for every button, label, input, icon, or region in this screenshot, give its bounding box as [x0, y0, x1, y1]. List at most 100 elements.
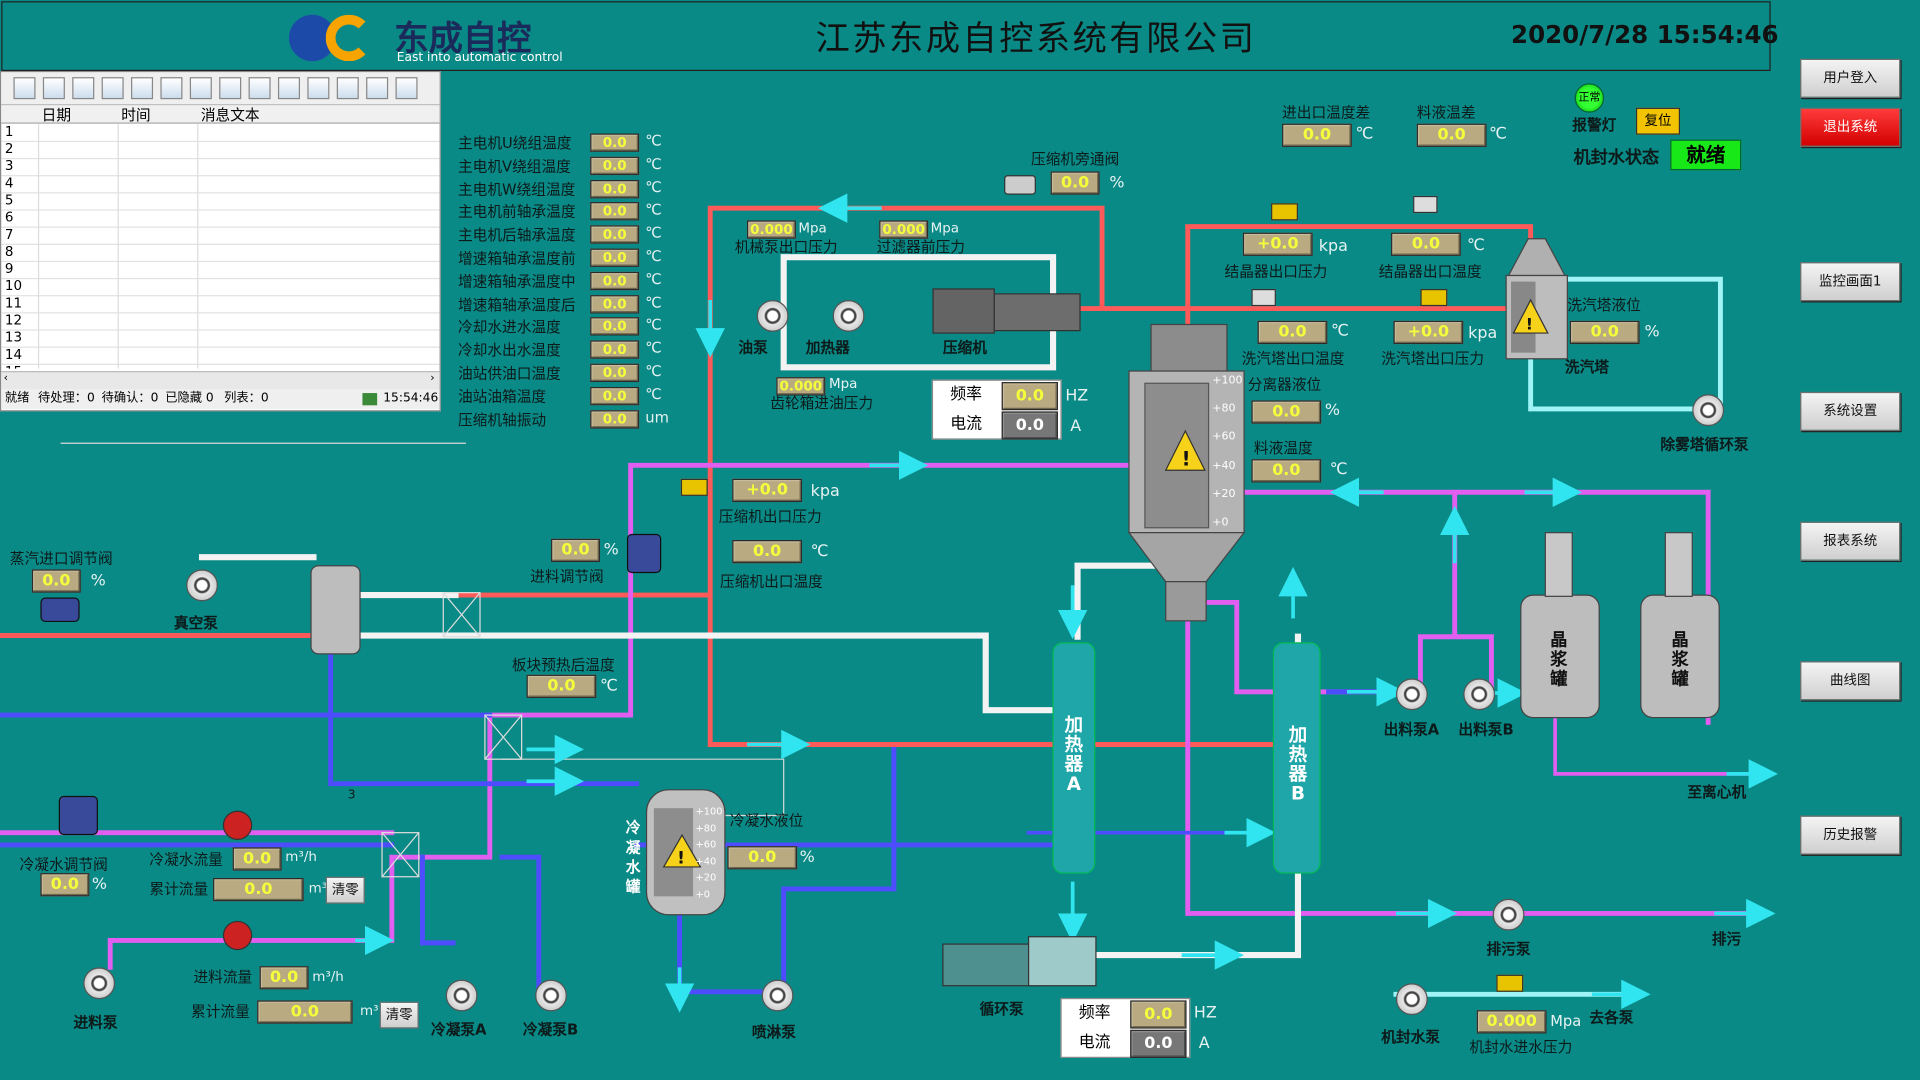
- oil-pump-pressure-label: 机械泵出口压力: [734, 238, 838, 256]
- circulation-pump-label: 循环泵: [979, 1000, 1024, 1018]
- reset-button[interactable]: 复位: [1635, 107, 1681, 135]
- table-row[interactable]: 6: [1, 209, 440, 228]
- liquid-temp-diff-unit: ℃: [1488, 124, 1507, 144]
- liquid-temp-value: 0.0: [1251, 459, 1322, 483]
- feed-valve-icon[interactable]: [626, 533, 662, 574]
- oil-pump-pressure-value: 0.000: [746, 220, 796, 239]
- oil-pump-icon[interactable]: [756, 300, 789, 332]
- export-icon[interactable]: [219, 77, 242, 100]
- table-row[interactable]: 5: [1, 192, 440, 211]
- feed-pump-icon[interactable]: [83, 967, 116, 1000]
- table-row[interactable]: 7: [1, 226, 440, 245]
- to-each-pump-label: 去各泵: [1589, 1008, 1634, 1027]
- up-icon[interactable]: [336, 77, 359, 100]
- circ-current-value: 0.0: [1130, 1029, 1187, 1058]
- filter-icon[interactable]: [160, 77, 183, 100]
- cond-valve-icon[interactable]: [58, 795, 98, 836]
- report-button[interactable]: 报表系统: [1800, 521, 1901, 561]
- discharge-pump-b-icon[interactable]: [1463, 678, 1496, 711]
- table-row[interactable]: 15: [1, 363, 439, 369]
- col-time[interactable]: 时间: [121, 106, 151, 124]
- login-button[interactable]: 用户登入: [1800, 58, 1901, 98]
- motor-param-label: 增速箱轴承温度后: [457, 295, 576, 313]
- status-time: 15:54:46: [383, 391, 439, 406]
- cond-level-label: 冷凝水液位: [729, 811, 804, 829]
- down-icon[interactable]: [366, 77, 389, 100]
- cond-pump-a-label: 冷凝泵A: [431, 1021, 487, 1039]
- table-row[interactable]: 14: [1, 346, 440, 365]
- scale-tick-label: +0: [695, 888, 710, 900]
- motor-param-unit: ℃: [645, 178, 662, 196]
- scale-tick-label: +80: [1212, 403, 1236, 416]
- spray-pump-icon[interactable]: [761, 979, 794, 1012]
- table-row[interactable]: 4: [1, 175, 440, 194]
- motor-param-label: 主电机W绕组温度: [457, 180, 576, 198]
- lock-icon[interactable]: [101, 77, 124, 100]
- col-date[interactable]: 日期: [41, 106, 72, 124]
- vacuum-pump-icon[interactable]: [186, 569, 218, 602]
- col-message[interactable]: 消息文本: [200, 106, 260, 124]
- table-row[interactable]: 12: [1, 312, 440, 331]
- heater-pump-icon[interactable]: [832, 300, 865, 332]
- demister-pump-icon[interactable]: [1692, 394, 1725, 427]
- bypass-valve-label: 压缩机旁通阀: [1031, 150, 1120, 168]
- feed-flowmeter-icon: [222, 920, 253, 951]
- scale-tick-label: +0: [1212, 516, 1229, 529]
- table-row[interactable]: 9: [1, 260, 440, 280]
- bypass-valve-value: 0.0: [1050, 171, 1100, 195]
- alarm-scrollbar[interactable]: ‹›: [1, 371, 440, 390]
- table-row[interactable]: 13: [1, 329, 440, 348]
- wash-temp-sensor-icon: [1251, 288, 1276, 307]
- chart-icon[interactable]: [131, 77, 154, 100]
- plate-temp-label: 板块预热后温度: [511, 656, 615, 674]
- monitor-screen-button[interactable]: 监控画面1: [1800, 262, 1901, 302]
- settings-button[interactable]: 系统设置: [1800, 391, 1901, 432]
- feed-total-label: 累计流量: [191, 1002, 250, 1021]
- cond-valve-label: 冷凝水调节阀: [19, 855, 108, 874]
- slurry-tank-2-label: 晶浆罐: [1671, 630, 1689, 690]
- table-row[interactable]: 8: [1, 243, 440, 263]
- cond-pump-a-icon[interactable]: [445, 979, 478, 1012]
- exit-button[interactable]: 退出系统: [1800, 107, 1901, 147]
- trend-button[interactable]: 曲线图: [1800, 661, 1901, 701]
- alarm-light-label: 报警灯: [1572, 116, 1617, 134]
- wash-out-pressure-unit: kpa: [1468, 324, 1498, 343]
- seal-water-pump-icon[interactable]: [1395, 983, 1428, 1016]
- row-number: 10: [4, 277, 23, 294]
- table-row[interactable]: 3: [1, 157, 440, 177]
- table-row[interactable]: 1: [1, 123, 440, 143]
- bypass-valve-icon: [1004, 175, 1036, 195]
- sort-icon[interactable]: [307, 77, 330, 100]
- discharge-pump-a-icon[interactable]: [1395, 678, 1428, 711]
- comp-current-value: 0.0: [1001, 411, 1058, 440]
- drain-pump-icon[interactable]: [1492, 898, 1525, 931]
- wash-tower-label: 洗汽塔: [1564, 358, 1610, 376]
- motor-param-unit: ℃: [645, 155, 662, 173]
- wash-level-label: 洗汽塔液位: [1567, 296, 1641, 314]
- cond-level-value: 0.0: [727, 846, 798, 870]
- settings-icon[interactable]: [395, 77, 418, 100]
- alarm-history-button[interactable]: 历史报警: [1800, 815, 1901, 855]
- table-row[interactable]: 10: [1, 277, 440, 297]
- inout-temp-diff-label: 进出口温度差: [1282, 104, 1371, 122]
- cond-pump-b-icon[interactable]: [535, 979, 567, 1012]
- table-row[interactable]: 2: [1, 140, 440, 160]
- check-icon[interactable]: [42, 77, 65, 100]
- circ-freq-panel: 频率 0.0 电流 0.0: [1060, 997, 1191, 1058]
- feed-clear-button[interactable]: 清零: [379, 1001, 419, 1029]
- ack-icon[interactable]: [13, 77, 36, 100]
- table-row[interactable]: 11: [1, 295, 440, 314]
- confirm-icon[interactable]: [189, 77, 212, 100]
- liquid-temp-diff-label: 料液温差: [1416, 104, 1476, 122]
- crystallizer-pressure-gauge-icon: [1271, 203, 1298, 221]
- scale-tick-label: +40: [695, 855, 717, 867]
- motor-param-value: 0.0: [590, 317, 640, 336]
- comp-current-label: 电流: [950, 415, 983, 434]
- refresh-icon[interactable]: [277, 77, 301, 100]
- print-icon[interactable]: [248, 77, 271, 100]
- cond-clear-button[interactable]: 清零: [325, 876, 365, 904]
- steam-valve-icon[interactable]: [40, 597, 80, 623]
- list-icon[interactable]: [72, 77, 95, 100]
